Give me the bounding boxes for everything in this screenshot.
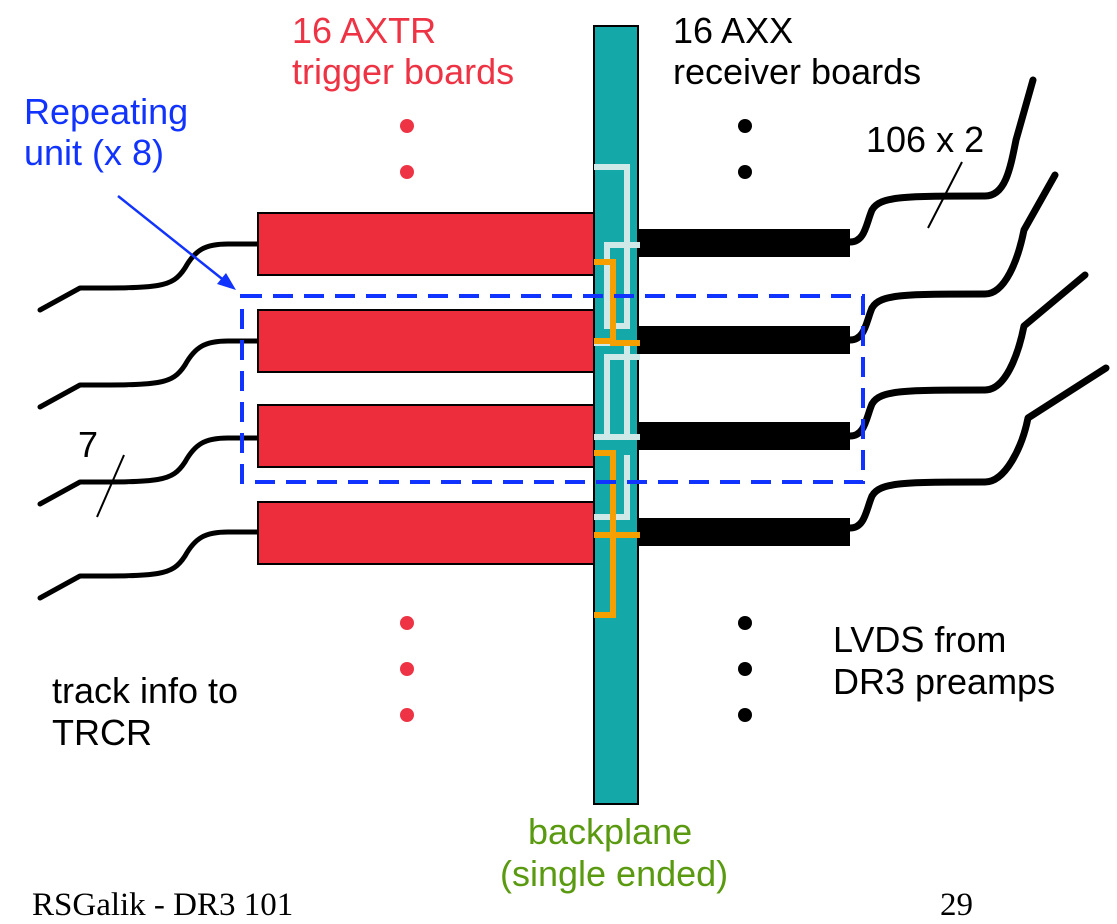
- input-cable-1: [37, 241, 261, 313]
- receiver-board-2: [638, 326, 850, 354]
- lvds-cable-2: [846, 171, 1059, 344]
- receiver-board-3: [638, 422, 850, 450]
- lvds-cable-1: [846, 76, 1037, 246]
- input-cables: [37, 241, 261, 601]
- input-cable-3: [37, 435, 261, 507]
- receiver-boards: [638, 229, 850, 546]
- repeating-unit-box: [240, 294, 865, 484]
- bus-width-left-label: 7: [78, 424, 99, 465]
- orange-trace-1: [594, 259, 640, 346]
- orange-trace-4: [594, 532, 616, 618]
- trigger-boards: [257, 212, 595, 565]
- trigger-board-4: [257, 501, 595, 565]
- bus-width-right-label: 106 x 2: [866, 119, 985, 160]
- backplane: [593, 25, 639, 805]
- page-number: 29: [940, 887, 973, 923]
- orange-trace-3: [594, 450, 640, 538]
- receiver-dots-bottom: [738, 616, 752, 722]
- lvds-cables: [846, 76, 1110, 532]
- trigger-board-1: [257, 212, 595, 276]
- bus-slash-right: [927, 161, 963, 229]
- trigger-board-3: [257, 404, 595, 468]
- backplane-label-line1: backplane: [528, 811, 693, 852]
- bus-slash-left: [96, 454, 125, 518]
- light-trace-4: [594, 455, 630, 520]
- trigger-dots-bottom: [400, 616, 414, 722]
- lvds-cable-4: [846, 364, 1110, 532]
- track-info-label-line2: TRCR: [52, 712, 152, 753]
- trigger-boards-label-line2: trigger boards: [292, 51, 515, 92]
- input-cable-4: [37, 529, 261, 601]
- receiver-boards-label-line2: receiver boards: [673, 51, 922, 92]
- lvds-cable-3: [846, 271, 1089, 440]
- trigger-dots-top: [400, 119, 414, 179]
- repeating-unit-label-line2: unit (x 8): [24, 132, 165, 173]
- receiver-board-1: [638, 229, 850, 257]
- receiver-dots-top: [738, 119, 752, 179]
- backplane-label-line2: (single ended): [500, 853, 729, 894]
- receiver-boards-label-line1: 16 AXX: [673, 10, 794, 51]
- trigger-boards-label-line1: 16 AXTR: [292, 10, 437, 51]
- orange-traces: [594, 259, 640, 618]
- repeating-unit-arrow: [117, 195, 236, 290]
- track-info-label-line1: track info to: [52, 670, 239, 711]
- footer-author: RSGalik - DR3 101: [32, 887, 294, 923]
- light-trace-1: [594, 164, 640, 329]
- receiver-board-4: [638, 518, 850, 546]
- trigger-board-2: [257, 309, 595, 373]
- lvds-label-line2: DR3 preamps: [833, 661, 1056, 702]
- repeating-unit-label-line1: Repeating: [24, 91, 189, 132]
- input-cable-2: [37, 338, 261, 410]
- lvds-label-line1: LVDS from: [833, 619, 1007, 660]
